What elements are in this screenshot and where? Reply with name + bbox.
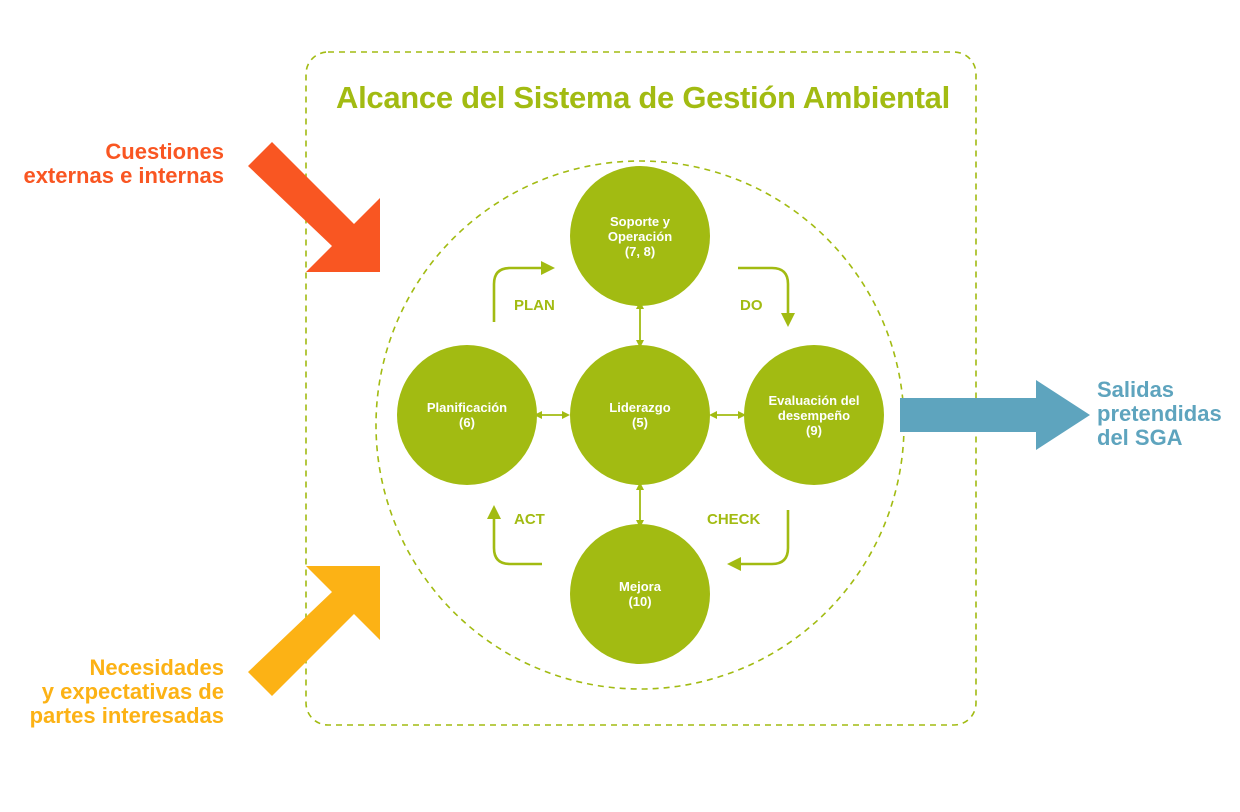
external-issues-arrow <box>248 142 380 272</box>
check-arrow <box>727 510 790 571</box>
node-text: (7, 8) <box>624 243 656 259</box>
act-arrow <box>487 505 542 566</box>
node-text: Evaluación del <box>768 392 860 408</box>
node-improvement: Mejora (10) <box>570 524 710 664</box>
node-planning: Planificación (6) <box>397 345 537 485</box>
plan-label: PLAN <box>514 297 555 314</box>
node-text: Soporte y <box>610 213 670 229</box>
node-text: (9) <box>806 422 822 438</box>
check-label: CHECK <box>707 511 761 528</box>
node-text: Mejora <box>619 579 661 594</box>
do-arrow <box>738 266 795 327</box>
node-text: (10) <box>628 594 652 609</box>
label-line: externas e internas <box>23 163 224 188</box>
stakeholders-arrow <box>248 566 380 696</box>
output-arrow <box>900 380 1090 450</box>
label-line: Cuestiones <box>105 139 224 164</box>
node-evaluation: Evaluación del desempeño (9) <box>744 345 884 485</box>
plan-arrow <box>492 261 555 322</box>
stakeholders-label: Necesidades y expectativas de partes int… <box>30 656 224 728</box>
label-line: partes interesadas <box>29 703 224 728</box>
intended-outcomes-label: Salidas pretendidas del SGA <box>1097 378 1222 450</box>
do-label: DO <box>740 297 763 314</box>
node-leadership: Liderazgo (5) <box>570 345 710 485</box>
external-issues-label: Cuestiones externas e internas <box>23 140 224 188</box>
node-text: (6) <box>459 415 475 430</box>
node-text: (5) <box>632 415 648 430</box>
diagram-title: Alcance del Sistema de Gestión Ambiental <box>336 80 950 115</box>
label-line: Salidas <box>1097 377 1175 402</box>
label-line: pretendidas <box>1097 401 1222 426</box>
node-text: desempeño <box>777 407 851 423</box>
act-label: ACT <box>514 511 545 528</box>
label-line: Necesidades <box>89 655 224 680</box>
node-text: Planificación <box>426 400 508 415</box>
node-text: Liderazgo <box>609 400 671 415</box>
node-text: Operación <box>607 228 673 244</box>
label-line: del SGA <box>1097 425 1183 450</box>
node-support-operation: Soporte y Operación (7, 8) <box>570 166 710 306</box>
label-line: y expectativas de <box>41 679 224 704</box>
scope-boundary <box>305 51 977 726</box>
